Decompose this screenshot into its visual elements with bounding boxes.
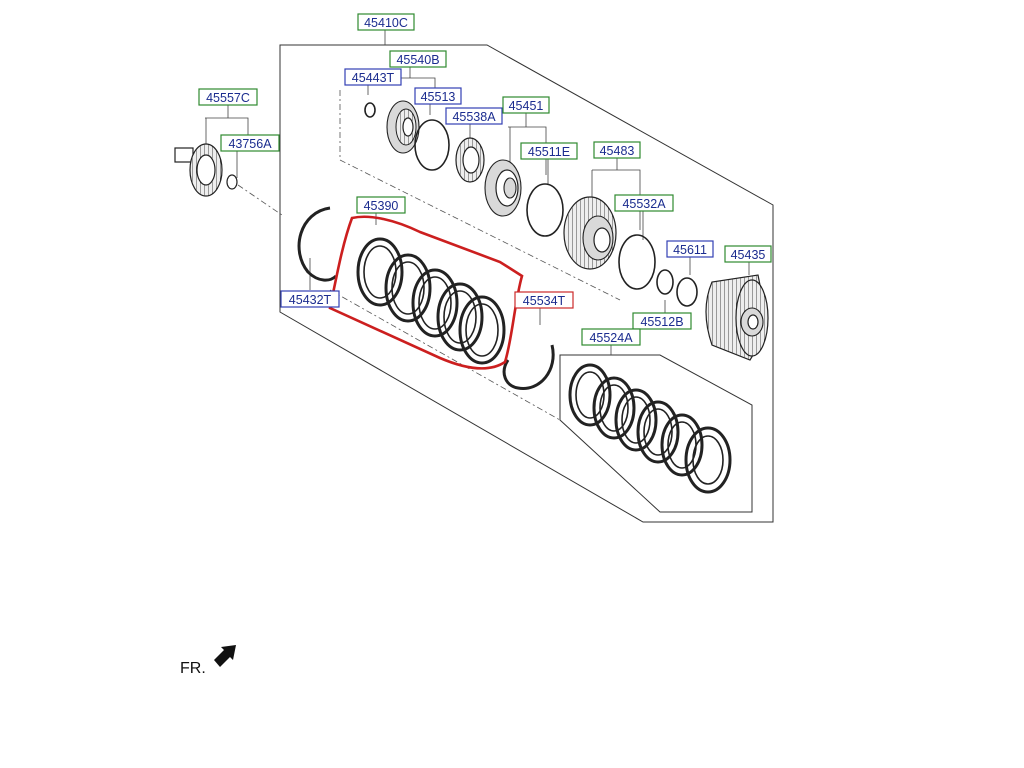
axis-line-lower bbox=[329, 289, 561, 421]
callout-45390[interactable]: 45390 bbox=[356, 196, 406, 214]
callout-45432T[interactable]: 45432T bbox=[280, 290, 340, 308]
ring-45611-b bbox=[676, 277, 698, 307]
callout-45611[interactable]: 45611 bbox=[666, 240, 714, 258]
callout-label: 45410C bbox=[364, 16, 408, 30]
callout-label: 45435 bbox=[731, 248, 766, 262]
clutch-pack-45390 bbox=[356, 237, 506, 365]
shaft-gear-part bbox=[174, 143, 238, 197]
callout-45532A[interactable]: 45532A bbox=[614, 194, 674, 212]
callout-label: 45390 bbox=[364, 199, 399, 213]
callout-label: 45611 bbox=[673, 243, 707, 257]
callout-45538A[interactable]: 45538A bbox=[445, 107, 503, 125]
callout-45443T[interactable]: 45443T bbox=[344, 68, 402, 86]
drum-45435 bbox=[705, 274, 769, 361]
callout-label: 45557C bbox=[206, 91, 250, 105]
callout-45557C[interactable]: 45557C bbox=[198, 88, 258, 106]
snap-ring-45534t bbox=[502, 344, 555, 390]
ring-45611-a bbox=[656, 269, 674, 295]
ring-45532a bbox=[618, 234, 656, 290]
piston-45451 bbox=[484, 159, 522, 217]
callout-45540B[interactable]: 45540B bbox=[389, 50, 447, 68]
highlight-outline bbox=[328, 215, 524, 370]
callout-45451[interactable]: 45451 bbox=[502, 96, 550, 114]
callout-label: 45538A bbox=[452, 110, 496, 124]
callout-45511E[interactable]: 45511E bbox=[520, 142, 578, 160]
sub-assembly-frame bbox=[559, 354, 753, 513]
callout-label: 45512B bbox=[640, 315, 683, 329]
axis-line-upper bbox=[339, 90, 621, 301]
callout-45534T[interactable]: 45534T bbox=[514, 291, 574, 309]
seal-ring-45511e bbox=[526, 183, 564, 237]
bearing-45538a bbox=[455, 137, 485, 183]
callout-label: 45443T bbox=[352, 71, 395, 85]
hub-45483 bbox=[563, 196, 617, 270]
callout-45410C[interactable]: 45410C bbox=[357, 13, 415, 31]
callout-label: 45432T bbox=[289, 293, 332, 307]
front-marker-label: FR. bbox=[180, 660, 206, 677]
callout-45513[interactable]: 45513 bbox=[414, 87, 462, 105]
callout-43756A[interactable]: 43756A bbox=[220, 134, 280, 152]
assembly-frame bbox=[279, 44, 774, 523]
drum-45540b bbox=[386, 100, 420, 154]
snap-ring-45432t bbox=[297, 206, 338, 282]
snap-ring-45443t bbox=[364, 102, 376, 118]
callout-45483[interactable]: 45483 bbox=[593, 141, 641, 159]
callout-label: 45513 bbox=[421, 90, 456, 104]
front-arrow-icon bbox=[214, 645, 236, 667]
callout-label: 45534T bbox=[523, 294, 566, 308]
callout-label: 43756A bbox=[228, 137, 272, 151]
front-marker: FR. bbox=[180, 645, 236, 677]
callout-45435[interactable]: 45435 bbox=[724, 245, 772, 263]
callout-label: 45540B bbox=[396, 53, 439, 67]
callout-label: 45524A bbox=[589, 331, 633, 345]
callout-45524A[interactable]: 45524A bbox=[581, 328, 641, 346]
callout-45512B[interactable]: 45512B bbox=[632, 312, 692, 330]
callout-label: 45532A bbox=[622, 197, 666, 211]
callout-label: 45511E bbox=[528, 145, 570, 159]
axis-line-left bbox=[237, 184, 283, 216]
callout-label: 45483 bbox=[600, 144, 635, 158]
o-ring-45513 bbox=[414, 119, 450, 171]
callout-label: 45451 bbox=[509, 99, 544, 113]
leader-lines bbox=[205, 28, 750, 355]
clutch-pack-45524a bbox=[568, 363, 732, 494]
